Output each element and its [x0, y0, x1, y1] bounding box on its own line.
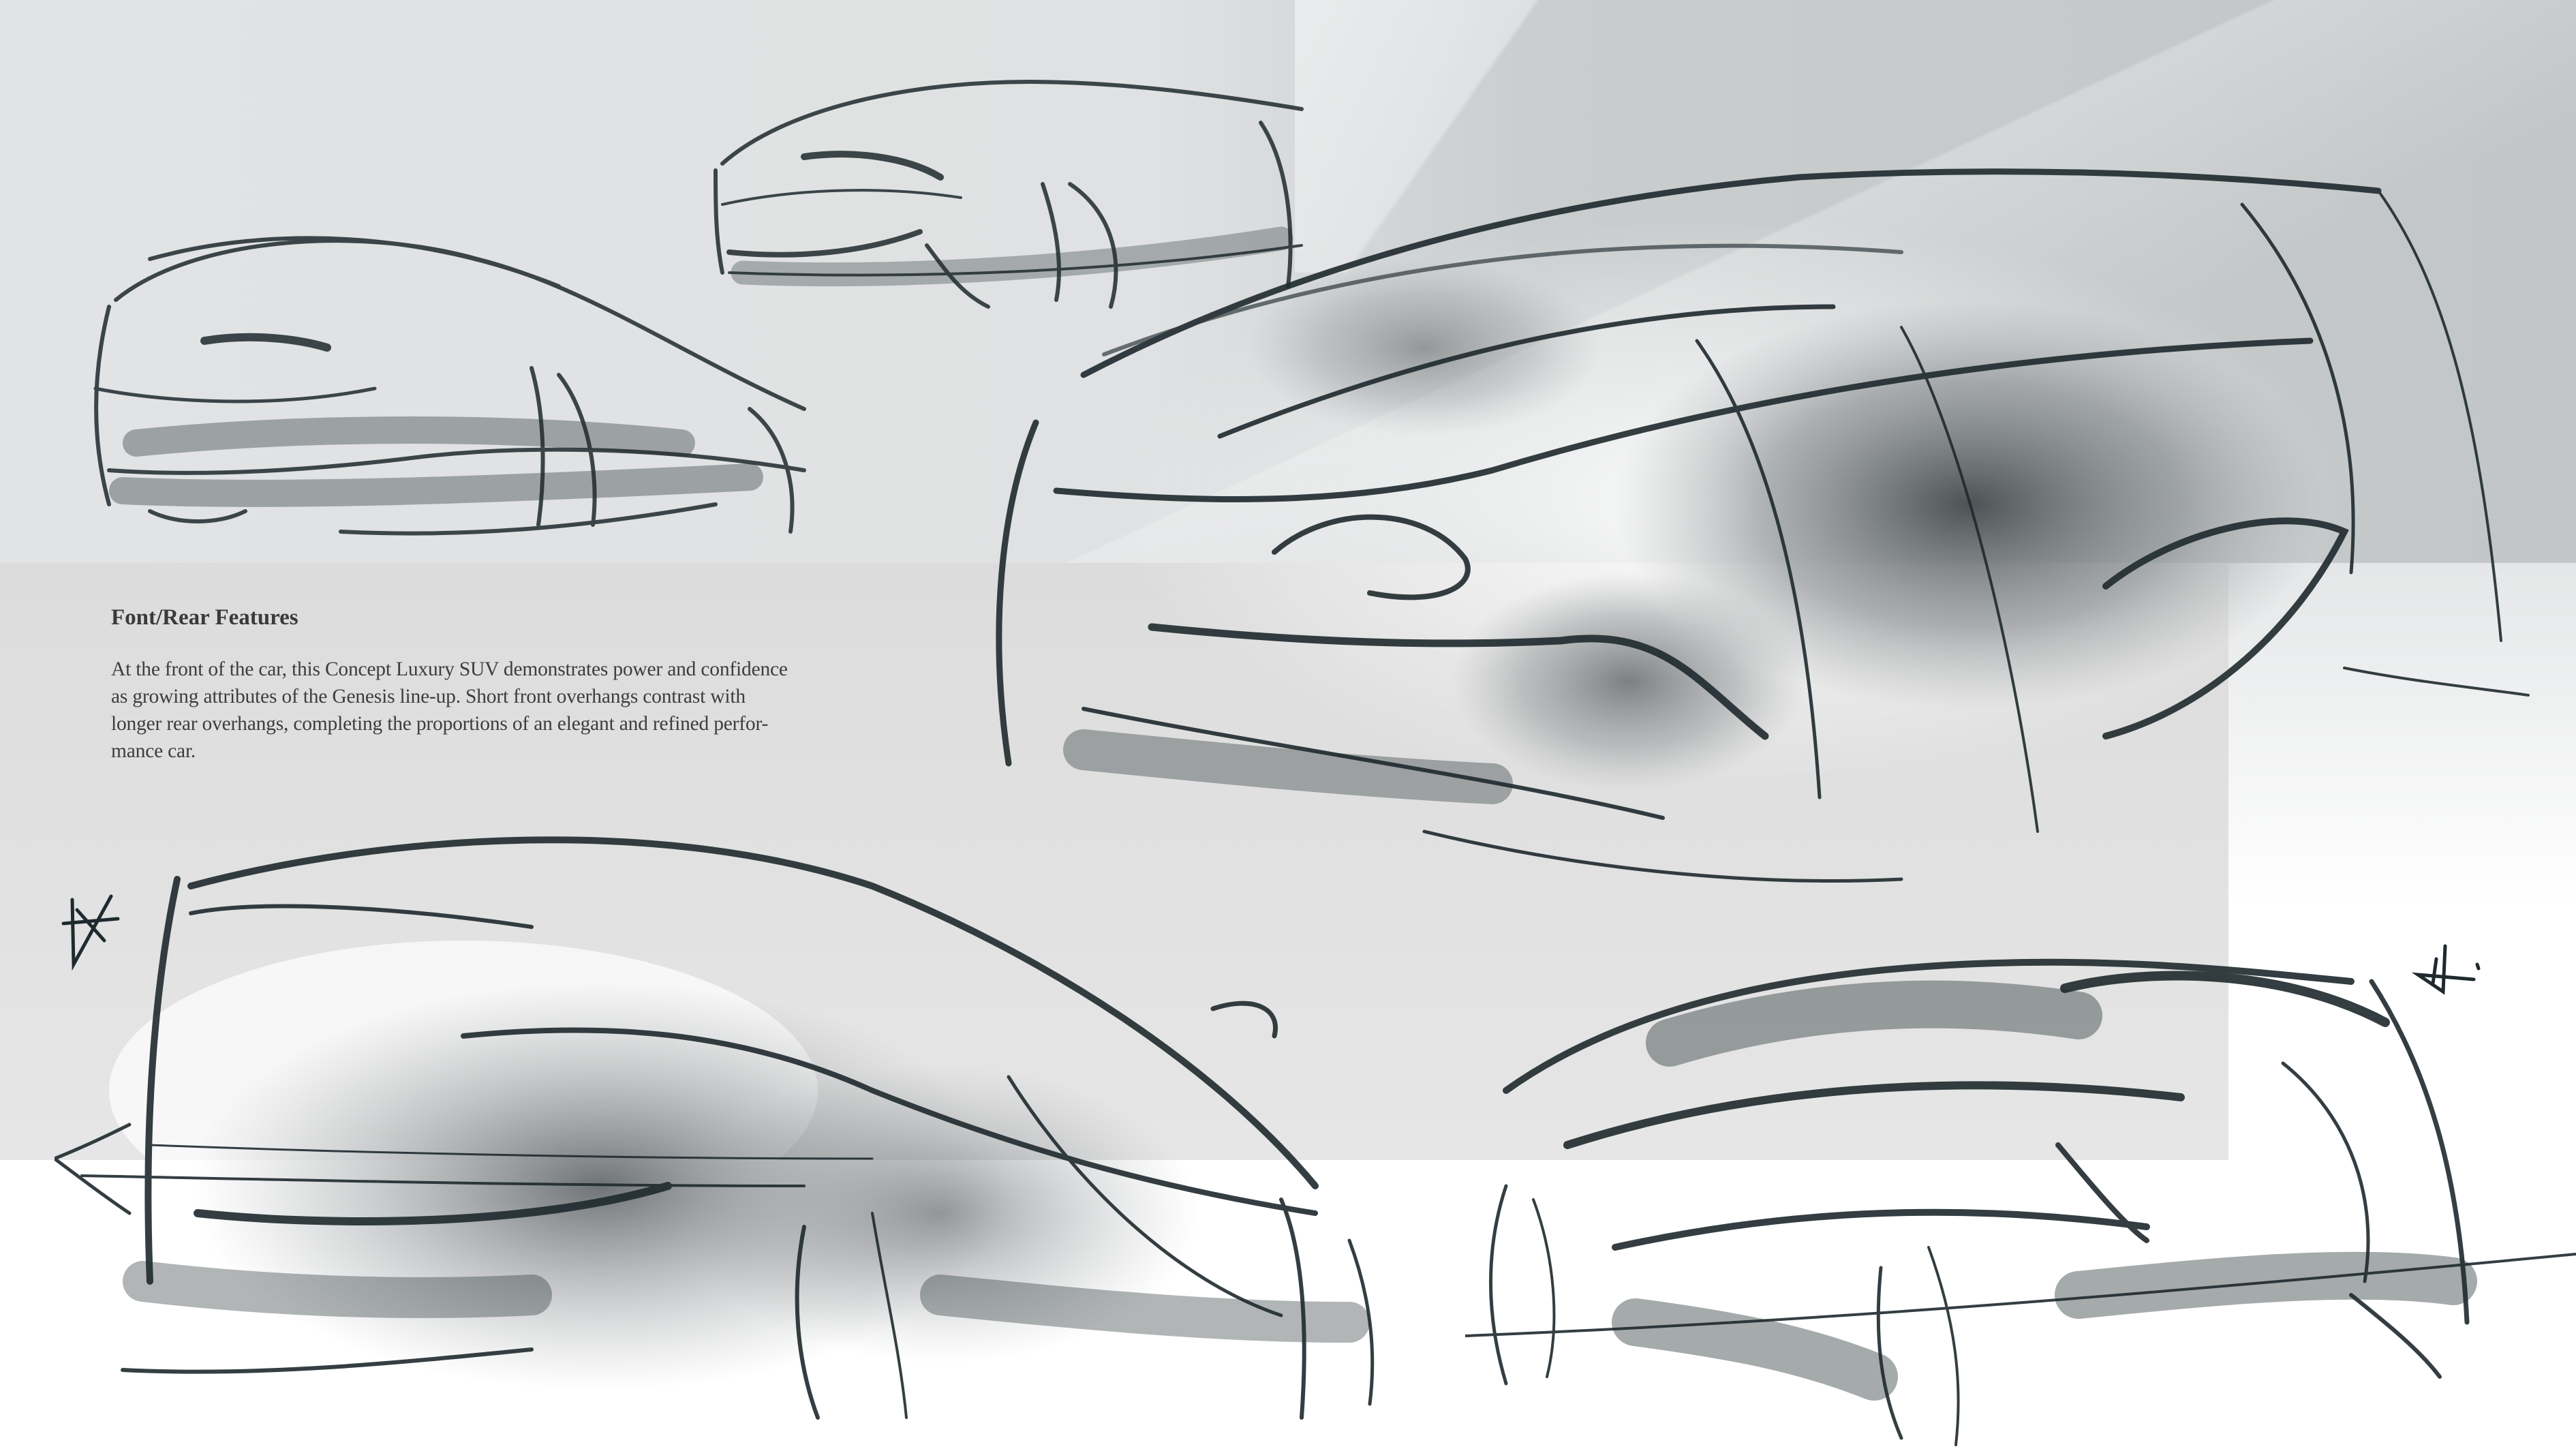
description-line: as growing attributes of the Genesis lin…: [111, 686, 746, 707]
description-line: mance car.: [111, 740, 196, 762]
description-line: At the front of the car, this Concept Lu…: [111, 658, 788, 680]
sketch-front-three-quarter-large: [947, 150, 2535, 900]
sketch-front-three-quarter-small: [702, 68, 1315, 314]
description-paragraph: At the front of the car, this Concept Lu…: [111, 656, 915, 765]
signature-left-icon: [60, 893, 125, 975]
signature-right-icon: [2406, 944, 2481, 995]
section-heading: Font/Rear Features: [111, 605, 298, 630]
description-line: longer rear overhangs, completing the pr…: [111, 713, 769, 735]
sketch-rear-side-view: [1465, 941, 2576, 1449]
sketch-rear-three-quarter-large: [55, 804, 1417, 1449]
feature-description: Font/Rear Features At the front of the c…: [111, 604, 915, 765]
sketch-rear-three-quarter-small: [68, 184, 886, 552]
